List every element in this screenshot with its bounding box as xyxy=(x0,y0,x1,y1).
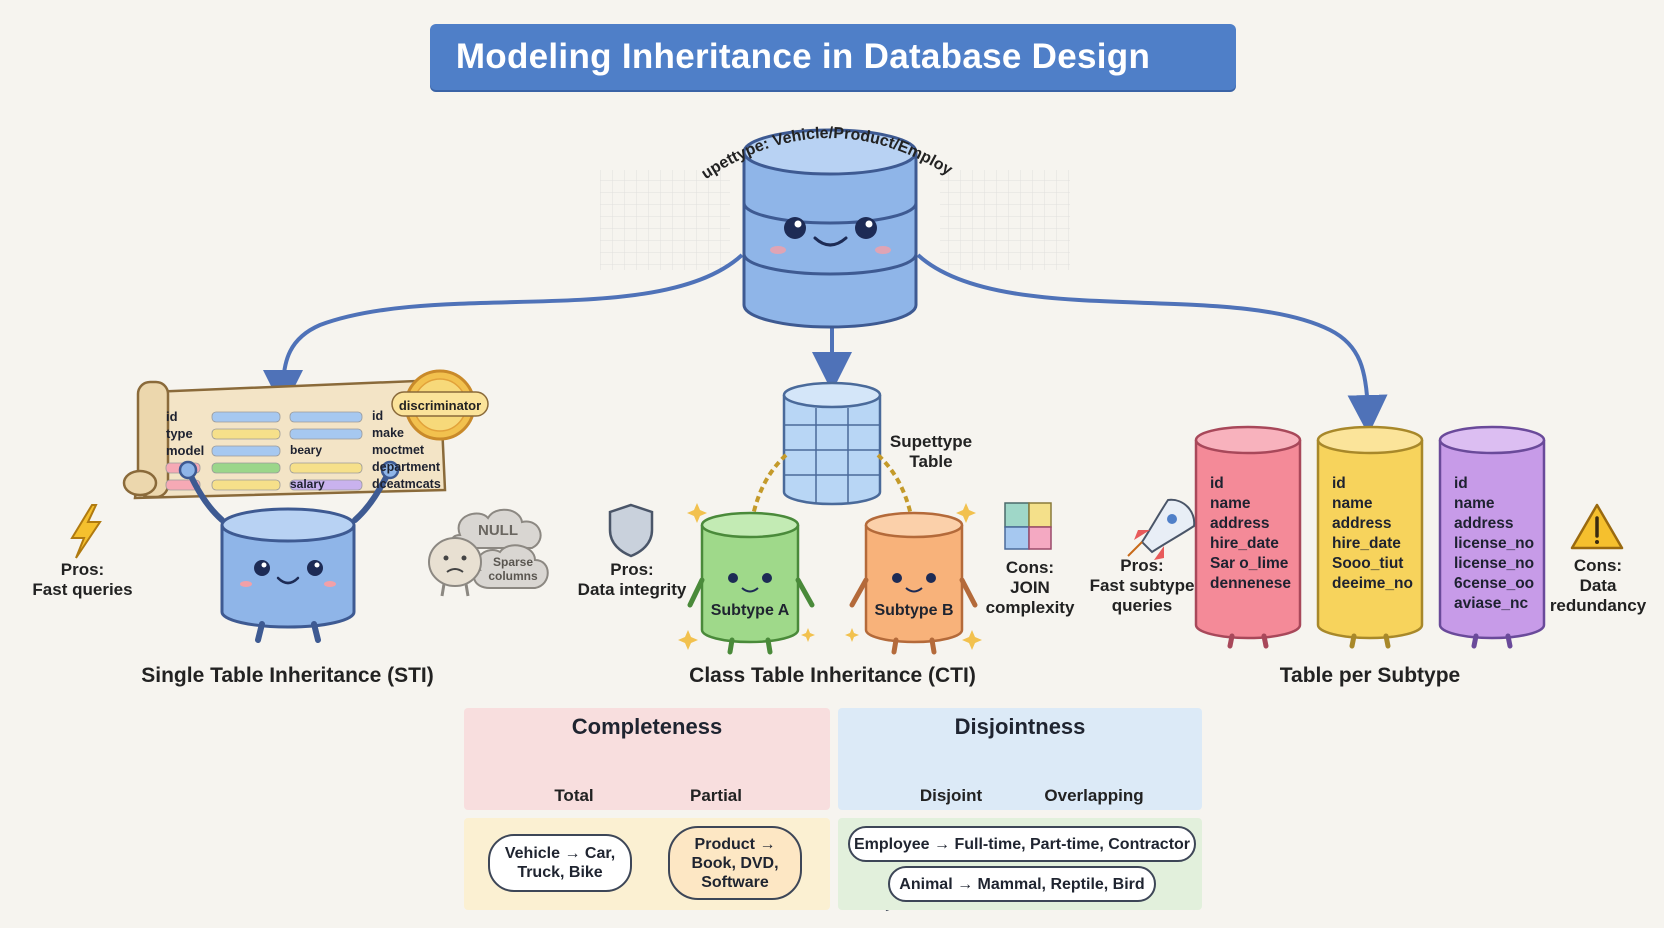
cti-pros-label: Pros: Data integrity xyxy=(577,560,687,599)
example-bubble-product: Product → Book, DVD, Software xyxy=(668,826,802,900)
tps-field: address xyxy=(1210,515,1270,532)
tps-purple-fields: id name address license_no license_no 6c… xyxy=(1454,474,1534,614)
example-bubble-employee: Employee → Full-time, Part-time, Contrac… xyxy=(848,826,1196,862)
tps-field: 6cense_oo xyxy=(1454,575,1535,592)
sparse-columns-label: Sparse columns xyxy=(488,555,538,583)
null-cloud-icon xyxy=(451,508,549,589)
page-title: Modeling Inheritance in Database Design xyxy=(455,37,1151,76)
discriminator-label: discriminator xyxy=(398,398,482,413)
tps-field: license_no xyxy=(1454,555,1535,572)
disjoint-label: Disjoint xyxy=(919,786,983,805)
supertype-curved-label: Supettype: Vehicle/Product/Employee xyxy=(690,100,955,183)
completeness-title: Completeness xyxy=(571,714,723,739)
tps-field: id xyxy=(1210,475,1224,492)
tps-purple-table-icon xyxy=(1438,425,1546,649)
chain-left-icon xyxy=(750,453,788,521)
completeness-panel: Completeness Total Partial xyxy=(464,708,830,810)
sti-fields-mid: beary salary xyxy=(290,442,325,493)
sti-field: moctmet xyxy=(372,443,425,457)
tps-yellow-table-icon xyxy=(1316,425,1424,649)
tps-pink-table-icon xyxy=(1194,425,1302,649)
arrow-to-sti xyxy=(263,253,744,410)
cti-title: Class Table Inheritance (CTI) xyxy=(689,664,976,687)
tps-field: id xyxy=(1454,475,1468,492)
supertype-database-icon xyxy=(742,128,918,329)
sti-field: id xyxy=(166,409,178,424)
sparkle-icons xyxy=(678,503,982,650)
sti-field: make xyxy=(372,426,404,440)
tps-field: dennenese xyxy=(1210,575,1291,592)
discriminator-badge-icon xyxy=(391,369,489,441)
tps-field: name xyxy=(1332,495,1373,512)
warning-icon xyxy=(1570,503,1624,550)
tps-field: hire_date xyxy=(1210,535,1279,552)
tps-field: Sar o_lime xyxy=(1210,555,1289,572)
subtype-a-character-icon xyxy=(687,511,815,655)
arrow-to-tps xyxy=(916,253,1388,435)
tps-pink-fields: id name address hire_date Sar o_lime den… xyxy=(1210,474,1291,594)
total-label: Total xyxy=(554,786,594,805)
tps-pros-label: Pros: Fast subtype queries xyxy=(1089,556,1195,615)
sti-fields-right: id make moctmet department dceatmcats xyxy=(372,408,441,493)
tps-field: name xyxy=(1210,495,1251,512)
tps-field: name xyxy=(1454,495,1495,512)
puzzle-icon xyxy=(1004,502,1052,550)
svg-text:Supettype: Vehicle/Product/Emp: Supettype: Vehicle/Product/Employee xyxy=(690,100,955,183)
lightning-icon xyxy=(70,504,102,559)
subtype-b-character-icon xyxy=(849,511,978,655)
disjointness-title: Disjointness xyxy=(954,714,1086,739)
sti-field: type xyxy=(166,426,193,441)
disjointness-panel: Disjointness Disjoint Overlapping xyxy=(838,708,1202,810)
shield-icon xyxy=(608,503,654,558)
sad-sparse-blob-icon xyxy=(428,537,482,597)
tps-field: license_no xyxy=(1454,535,1535,552)
subtype-b-label: Subtype B xyxy=(874,602,954,619)
sti-field: beary xyxy=(290,443,323,457)
sti-title: Single Table Inheritance (STI) xyxy=(141,664,434,687)
tps-field: Sooo_tiut xyxy=(1332,555,1404,572)
rocket-icon xyxy=(1127,498,1196,560)
overlapping-label: Overlapping xyxy=(1044,786,1144,805)
sti-field: salary xyxy=(290,477,325,491)
chain-right-icon xyxy=(876,453,914,521)
null-label: NULL xyxy=(478,522,518,539)
tps-field: address xyxy=(1454,515,1514,532)
sti-field: model xyxy=(166,443,205,458)
title-banner: Modeling Inheritance in Database Design xyxy=(430,24,1236,90)
tps-title: Table per Subtype xyxy=(1279,664,1461,687)
sti-table-scroll xyxy=(122,378,447,500)
sti-fields-left: id type model xyxy=(166,408,204,459)
tps-field: aviase_nc xyxy=(1454,595,1529,612)
supertype-label: Supettype: Vehicle/Product/Employee xyxy=(690,100,955,183)
grid-decoration-right xyxy=(940,170,1070,270)
partial-label: Partial xyxy=(690,786,742,805)
tps-cons-label: Cons: Data redundancy xyxy=(1549,556,1647,615)
sti-field: department xyxy=(372,460,441,474)
tps-field: deeime_no xyxy=(1332,575,1413,592)
subtype-a-label: Subtype A xyxy=(710,602,790,619)
cti-supertype-table-label: Supettype Table xyxy=(889,432,973,471)
cti-supertype-table-icon xyxy=(782,381,882,506)
sti-pros-label: Pros: Fast queries xyxy=(32,560,133,599)
cti-cons-label: Cons: JOIN complexity xyxy=(985,558,1075,617)
example-bubble-animal: Animal → Mammal, Reptile, Bird xyxy=(888,866,1156,902)
tps-field: address xyxy=(1332,515,1392,532)
sti-database-character-icon xyxy=(178,460,400,643)
tps-field: hire_date xyxy=(1332,535,1401,552)
tps-yellow-fields: id name address hire_date Sooo_tiut deei… xyxy=(1332,474,1413,594)
grid-decoration-left xyxy=(600,170,730,270)
sti-field: dceatmcats xyxy=(372,477,441,491)
tps-field: id xyxy=(1332,475,1346,492)
sti-field: id xyxy=(372,409,384,423)
example-bubble-vehicle: Vehicle → Car, Truck, Bike xyxy=(488,834,632,892)
